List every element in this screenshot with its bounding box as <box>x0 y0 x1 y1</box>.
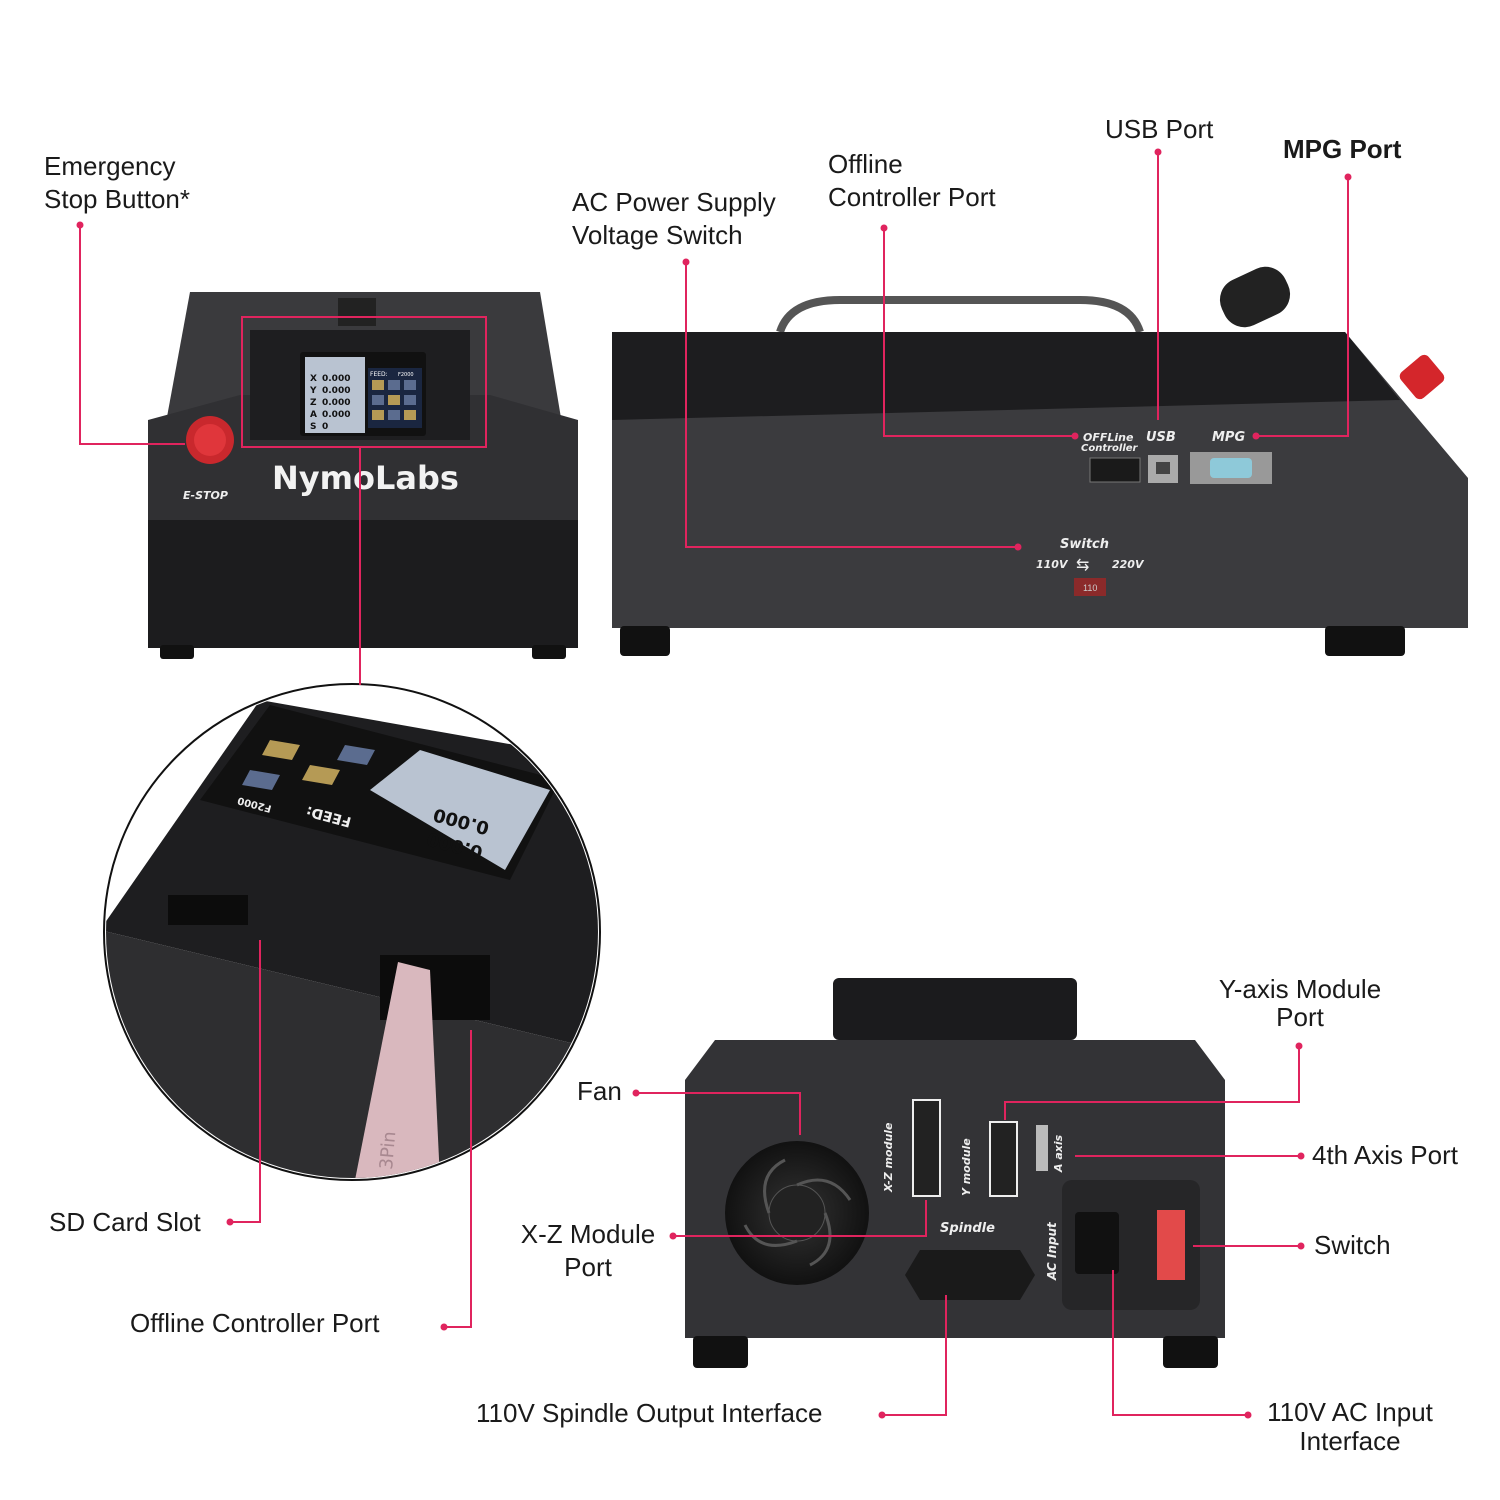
svg-text:220V: 220V <box>1112 558 1145 571</box>
magnified-detail: 0.000 0.000 FEED: F2000 3Pin <box>103 683 601 1181</box>
label-mpg-port: MPG Port <box>1283 134 1402 164</box>
svg-text:Controller: Controller <box>1081 443 1139 454</box>
svg-text:110V: 110V <box>1036 558 1069 571</box>
svg-text:0.000: 0.000 <box>322 374 350 384</box>
label-fan: Fan <box>577 1076 622 1106</box>
svg-text:Y: Y <box>309 386 317 396</box>
svg-text:0.000: 0.000 <box>322 410 350 420</box>
callout-lines <box>79 152 1349 1416</box>
svg-text:0: 0 <box>322 422 328 432</box>
spindle-outlet <box>905 1250 1035 1300</box>
svg-text:Z: Z <box>310 398 317 408</box>
label-4th-axis-port: 4th Axis Port <box>1312 1140 1458 1170</box>
estop-print: E-STOP <box>183 489 228 502</box>
svg-text:S: S <box>310 422 316 432</box>
side-view-device: 110 OFFLine Controller USB MPG Switch 11… <box>612 266 1468 656</box>
power-switch <box>1157 1210 1185 1280</box>
voltage-switch <box>1074 578 1106 596</box>
back-view-device: X-Z module Y module A axis Spindle AC In… <box>685 978 1225 1368</box>
svg-text:USB: USB <box>1146 430 1176 445</box>
svg-text:Spindle: Spindle <box>940 1221 995 1236</box>
xz-module-port <box>912 1099 941 1197</box>
front-screen-feed-value: F2000 <box>398 372 414 378</box>
svg-text:0.000: 0.000 <box>322 386 350 396</box>
svg-text:AC Input: AC Input <box>1045 1221 1059 1281</box>
svg-text:A: A <box>310 410 317 420</box>
label-switch: Switch <box>1314 1230 1391 1260</box>
ac-input-socket <box>1075 1212 1119 1274</box>
y-module-port <box>989 1121 1018 1197</box>
svg-text:0.000: 0.000 <box>322 398 350 408</box>
svg-text:OFFLine: OFFLine <box>1083 431 1134 444</box>
brand-logo: NymoLabs <box>272 459 459 497</box>
offline-controller-port <box>1089 457 1141 483</box>
a-axis-port <box>1036 1125 1048 1171</box>
label-usb-port: USB Port <box>1105 114 1214 144</box>
svg-text:Y module: Y module <box>960 1138 973 1196</box>
svg-text:MPG: MPG <box>1212 430 1245 445</box>
label-sd-card-slot: SD Card Slot <box>49 1207 201 1237</box>
svg-text:X: X <box>310 374 317 384</box>
label-offline-controller-port-bottom: Offline Controller Port <box>130 1308 380 1338</box>
cable-print: 3Pin <box>376 1130 400 1170</box>
label-spindle-output: 110V Spindle Output Interface <box>476 1398 823 1428</box>
front-screen-feed-label: FEED: <box>370 371 388 378</box>
svg-text:Switch: Switch <box>1060 537 1109 552</box>
callout-dots <box>76 148 1352 1419</box>
svg-text:X-Z module: X-Z module <box>882 1122 895 1193</box>
svg-text:A axis: A axis <box>1052 1134 1065 1173</box>
svg-text:110: 110 <box>1083 583 1097 593</box>
svg-text:⇆: ⇆ <box>1076 557 1089 574</box>
